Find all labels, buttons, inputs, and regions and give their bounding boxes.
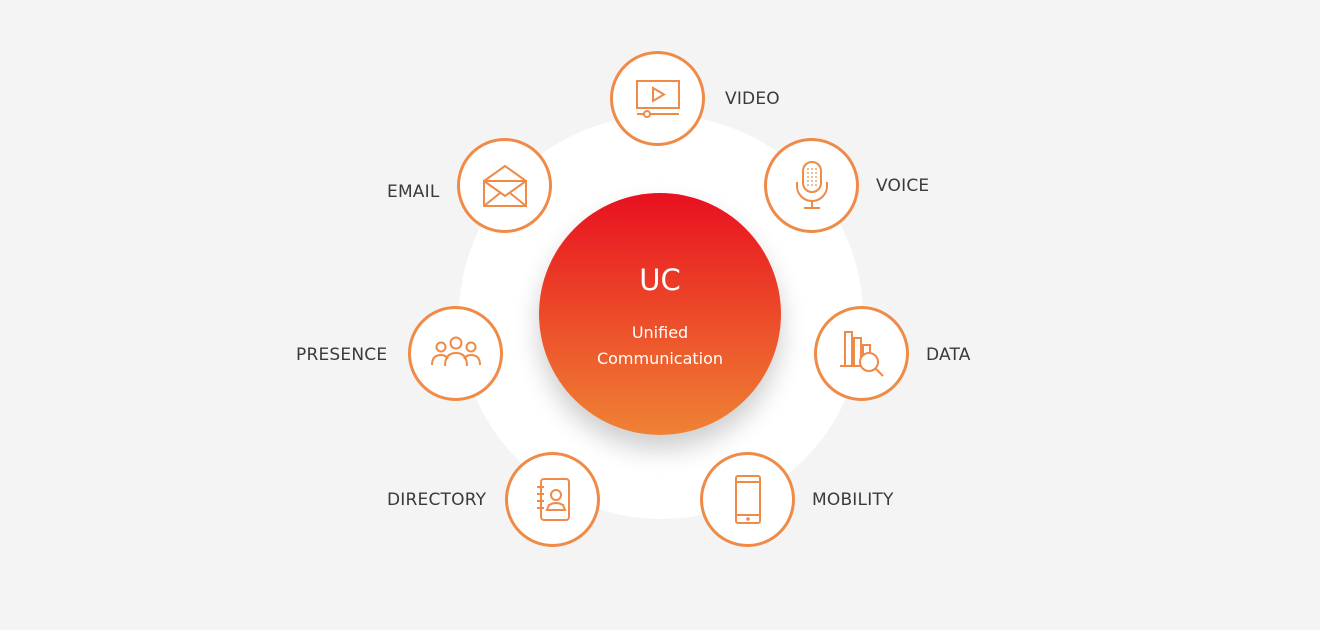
label-email: EMAIL	[387, 182, 440, 202]
hub-subtitle: Unified Communication	[539, 320, 781, 372]
node-data	[814, 306, 909, 401]
hub-subtitle-line-2: Communication	[596, 349, 724, 368]
label-video: VIDEO	[725, 89, 780, 109]
node-voice	[764, 138, 859, 233]
node-email	[457, 138, 552, 233]
label-mobility: MOBILITY	[812, 490, 894, 510]
people-group-icon	[430, 336, 481, 366]
video-player-icon	[635, 79, 680, 118]
smartphone-icon	[734, 474, 761, 524]
node-presence	[408, 306, 503, 401]
label-presence: PRESENCE	[296, 345, 388, 365]
open-envelope-icon	[482, 164, 527, 207]
center-hub: UC Unified Communication	[539, 193, 781, 435]
node-mobility	[700, 452, 795, 547]
address-book-icon	[536, 477, 570, 521]
hub-subtitle-line-1: Unified	[631, 323, 689, 342]
node-directory	[505, 452, 600, 547]
label-directory: DIRECTORY	[387, 490, 487, 510]
microphone-icon	[795, 160, 828, 209]
hub-title: UC	[639, 263, 681, 297]
node-video	[610, 51, 705, 146]
label-data: DATA	[926, 345, 971, 365]
label-voice: VOICE	[876, 176, 930, 196]
bar-chart-search-icon	[839, 330, 884, 377]
